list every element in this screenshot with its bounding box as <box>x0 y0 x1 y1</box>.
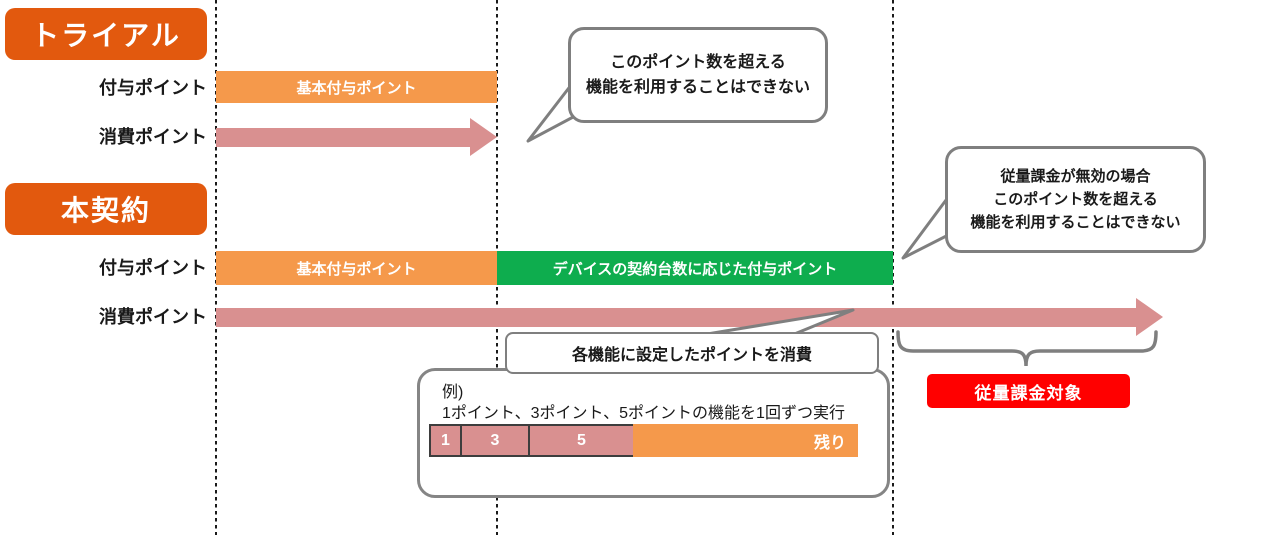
example-title: 例) <box>442 384 464 401</box>
consume-points-callout: 各機能に設定したポイントを消費 <box>505 332 879 374</box>
metered-range-brace-icon <box>896 330 1158 367</box>
contract-limit-line3: 機能を利用することはできない <box>970 214 1181 231</box>
example-points-bar: 1 3 5 残り <box>429 424 858 457</box>
contract-basic-points-bar: 基本付与ポイント <box>216 251 497 285</box>
timeline-divider-granted-end <box>892 0 894 535</box>
trial-consumed-points-arrow <box>216 128 470 147</box>
contract-consumed-points-arrowhead-icon <box>1136 298 1163 336</box>
contract-limit-bubble: 従量課金が無効の場合 このポイント数を超える 機能を利用することはできない <box>945 146 1206 253</box>
contract-granted-points-label: 付与ポイント <box>99 258 207 278</box>
trial-basic-points-bar: 基本付与ポイント <box>216 71 497 103</box>
example-segment-3: 3 <box>460 424 530 457</box>
trial-limit-line1: このポイント数を超える <box>610 54 786 71</box>
trial-consumed-points-arrowhead-icon <box>470 118 497 156</box>
contract-consumed-points-arrow <box>216 308 1136 327</box>
trial-consumed-points-label: 消費ポイント <box>99 127 207 147</box>
trial-limit-bubble: このポイント数を超える 機能を利用することはできない <box>568 27 828 123</box>
trial-limit-line2: 機能を利用することはできない <box>585 79 810 96</box>
contract-limit-line1: 従量課金が無効の場合 <box>1000 168 1151 185</box>
contract-consumed-points-label: 消費ポイント <box>99 307 207 327</box>
trial-granted-points-label: 付与ポイント <box>99 78 207 98</box>
example-description: 1ポイント、3ポイント、5ポイントの機能を1回ずつ実行 <box>442 405 845 422</box>
contract-badge: 本契約 <box>5 183 207 235</box>
contract-device-points-bar: デバイスの契約台数に応じた付与ポイント <box>497 251 893 285</box>
example-segment-1: 1 <box>429 424 462 457</box>
example-box: 例) 1ポイント、3ポイント、5ポイントの機能を1回ずつ実行 1 3 5 残り <box>417 368 890 498</box>
metered-billing-tag: 従量課金対象 <box>927 374 1130 408</box>
trial-badge: トライアル <box>5 8 207 60</box>
example-remainder-segment: 残り <box>633 424 858 457</box>
example-segment-5: 5 <box>528 424 635 457</box>
contract-limit-line2: このポイント数を超える <box>993 191 1158 208</box>
